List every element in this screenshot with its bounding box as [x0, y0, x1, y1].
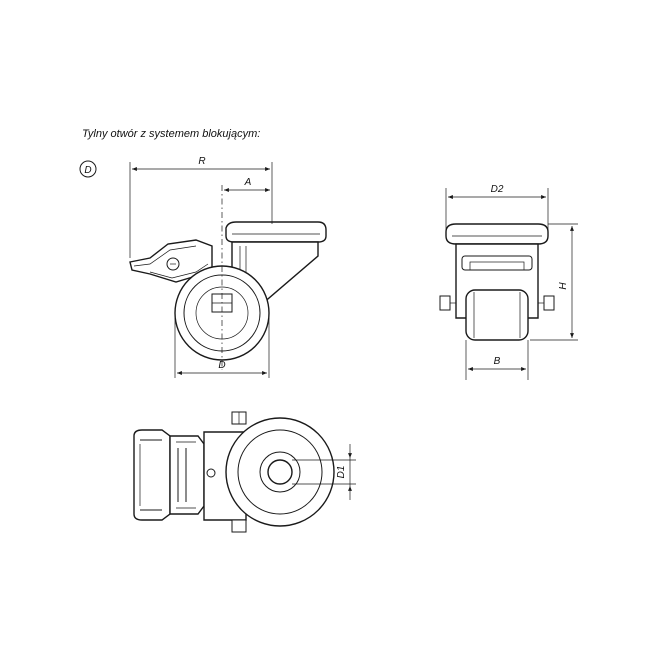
dim-label-H: H: [558, 282, 569, 290]
dim-label-R: R: [198, 156, 205, 167]
dim-label-D2: D2: [491, 184, 504, 195]
dim-label-D1: D1: [336, 466, 347, 479]
dim-label-A: A: [244, 177, 252, 188]
dim-label-D: D: [218, 360, 225, 371]
side-view: R A D: [129, 156, 327, 378]
variant-mark-letter: D: [84, 165, 91, 176]
dim-label-B: B: [494, 356, 501, 367]
caption: Tylny otwór z systemem blokującym:: [82, 128, 261, 140]
top-view: D1: [133, 411, 356, 533]
variant-mark: D: [79, 160, 97, 178]
front-view: D2 H B: [439, 184, 578, 380]
